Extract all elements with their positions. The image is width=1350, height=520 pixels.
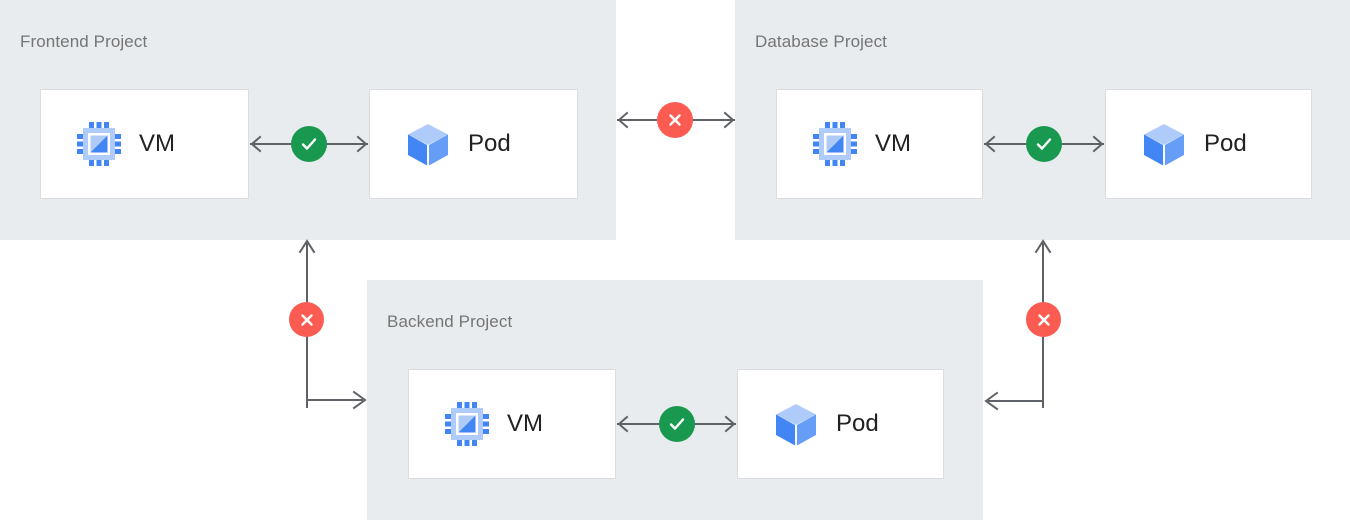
card-label: VM: [875, 130, 911, 157]
card-frontend-vm[interactable]: VM: [40, 89, 249, 199]
status-badge-allowed[interactable]: [291, 126, 327, 162]
card-label: Pod: [836, 410, 879, 437]
card-frontend-pod[interactable]: Pod: [369, 89, 578, 199]
panel-frontend-title: Frontend Project: [20, 32, 148, 51]
check-circle-icon: [1036, 138, 1052, 150]
panel-database-title: Database Project: [755, 32, 888, 51]
panel-backend-title: Backend Project: [387, 312, 513, 331]
check-circle-icon: [301, 138, 317, 150]
card-label: VM: [139, 130, 175, 157]
x-circle-icon: [300, 313, 313, 326]
card-backend-pod[interactable]: Pod: [737, 369, 944, 479]
status-badge-allowed[interactable]: [659, 406, 695, 442]
cpu-chip-icon: [811, 120, 859, 168]
card-backend-vm[interactable]: VM: [408, 369, 616, 479]
status-badge-blocked[interactable]: [289, 302, 324, 337]
status-badge-blocked[interactable]: [657, 102, 693, 138]
card-label: Pod: [468, 130, 511, 157]
x-circle-icon: [669, 114, 681, 126]
card-database-pod[interactable]: Pod: [1105, 89, 1312, 199]
card-label: Pod: [1204, 130, 1247, 157]
status-badge-blocked[interactable]: [1026, 302, 1061, 337]
check-circle-icon: [669, 418, 685, 430]
card-label: VM: [507, 410, 543, 437]
cube-icon: [772, 400, 820, 448]
cube-icon: [404, 120, 452, 168]
cube-icon: [1140, 120, 1188, 168]
x-circle-icon: [1037, 313, 1050, 326]
cpu-chip-icon: [75, 120, 123, 168]
cpu-chip-icon: [443, 400, 491, 448]
card-database-vm[interactable]: VM: [776, 89, 983, 199]
status-badge-allowed[interactable]: [1026, 126, 1062, 162]
